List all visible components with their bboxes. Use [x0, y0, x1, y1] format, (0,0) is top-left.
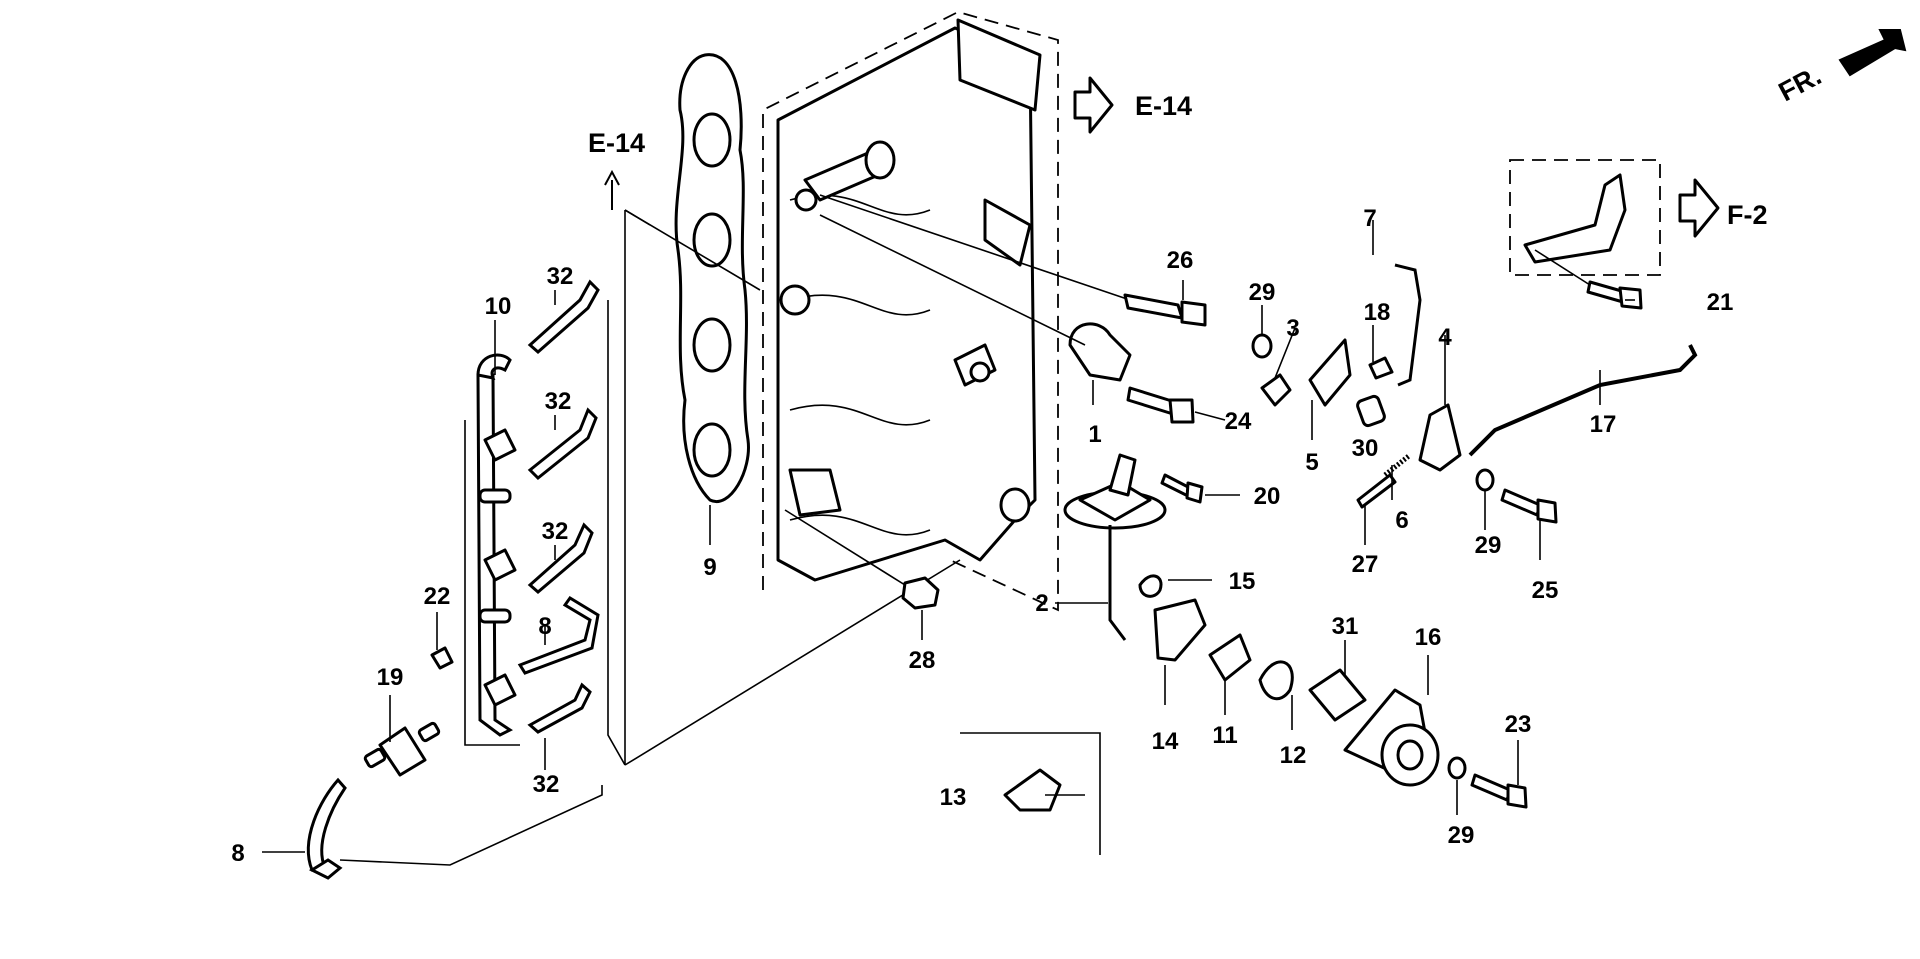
callout-18: 18: [1364, 299, 1391, 326]
callout-32d: 32: [533, 771, 560, 798]
arrow-e14-top: [1073, 76, 1114, 134]
intake-manifold: [762, 11, 1059, 612]
callout-2: 2: [1035, 590, 1048, 617]
bracket-3: [1260, 373, 1292, 407]
breather-hose-assembly: [306, 209, 651, 880]
leader-line: [960, 732, 1101, 855]
reference-box-f2: [1509, 159, 1661, 276]
rod-17: [1468, 344, 1698, 457]
leader-line: [624, 209, 761, 291]
bolt-21-head: [1618, 286, 1643, 310]
callout-30: 30: [1352, 435, 1379, 462]
callout-12: 12: [1280, 742, 1307, 769]
callout-11: 11: [1212, 722, 1237, 749]
reference-e14-top: E-14: [1135, 91, 1192, 121]
lever-14: [1153, 598, 1207, 662]
arm-4: [1418, 403, 1462, 472]
bolt-25: [1500, 488, 1542, 517]
callout-9: 9: [703, 554, 716, 581]
callout-10: 10: [485, 293, 512, 320]
callout-32b: 32: [545, 388, 572, 415]
pin-31: [1308, 668, 1367, 722]
diaphragm-2: [1063, 453, 1167, 641]
washer-29: [1447, 756, 1467, 780]
clamp-1: [1068, 322, 1132, 382]
leader-line: [784, 509, 906, 586]
spring-15: [1138, 574, 1163, 598]
lever-5: [1308, 338, 1352, 407]
callout-32a: 32: [547, 263, 574, 290]
front-label: FR.: [1774, 60, 1826, 107]
arrow-f2: [1678, 178, 1720, 238]
callout-29a: 29: [1249, 279, 1276, 306]
leader-line: [1534, 249, 1591, 286]
callout-25: 25: [1532, 577, 1559, 604]
callout-29b: 29: [1475, 532, 1502, 559]
plate-11: [1208, 633, 1252, 682]
callout-29c: 29: [1448, 822, 1475, 849]
clip-18: [1368, 356, 1394, 380]
bolt-23: [1470, 773, 1512, 802]
arrow-e14-left: [604, 169, 620, 210]
bolt-25-head: [1536, 498, 1558, 524]
callout-numbers: 1 2 3 4 5 6 7 8 8 9 10 11 12 13 14 15 16…: [231, 205, 1733, 867]
callout-19: 19: [377, 664, 404, 691]
rod-7: [1394, 263, 1422, 387]
nut-28: [901, 576, 940, 610]
callout-4: 4: [1438, 324, 1452, 351]
callout-3: 3: [1286, 315, 1299, 342]
callout-32c: 32: [542, 518, 569, 545]
callout-24: 24: [1225, 408, 1252, 435]
clip-13: [1003, 768, 1062, 812]
front-arrow-icon: [1838, 29, 1907, 77]
callout-8a: 8: [538, 613, 551, 640]
bolt-23-head: [1506, 783, 1528, 809]
callout-26: 26: [1167, 247, 1194, 274]
bolt-26: [819, 194, 1207, 327]
callout-7: 7: [1363, 205, 1376, 232]
bolt-24-head: [1168, 398, 1195, 424]
screw-20: [1160, 473, 1192, 498]
callout-20: 20: [1254, 483, 1281, 510]
washer-29: [1475, 468, 1495, 492]
callout-23: 23: [1505, 711, 1532, 738]
washer-29: [1251, 333, 1273, 359]
callout-31: 31: [1332, 613, 1359, 640]
spring-12: [1258, 660, 1294, 701]
leader-line: [819, 214, 1086, 346]
callout-5: 5: [1305, 449, 1318, 476]
callout-leaders: [262, 220, 1635, 853]
reference-e14-left: E-14: [588, 128, 645, 158]
callout-14: 14: [1152, 728, 1179, 755]
bolt-24: [1126, 386, 1177, 416]
callout-15: 15: [1229, 568, 1256, 595]
callout-28: 28: [909, 647, 936, 674]
manifold-gasket: [674, 53, 750, 504]
callout-16: 16: [1415, 624, 1442, 651]
callout-13: 13: [940, 784, 967, 811]
callout-1: 1: [1088, 421, 1101, 448]
callout-8b: 8: [231, 840, 244, 867]
callout-22: 22: [424, 583, 451, 610]
spring-6: [1383, 453, 1412, 477]
callout-21: 21: [1707, 289, 1734, 316]
bracket-f2: [1523, 173, 1627, 264]
callout-27: 27: [1352, 551, 1379, 578]
reference-f2: F-2: [1727, 200, 1768, 230]
callout-17: 17: [1590, 411, 1617, 438]
screw-20-head: [1185, 481, 1204, 504]
cam-16: [1343, 688, 1440, 787]
collar-30: [1356, 394, 1386, 428]
screw-27: [1356, 473, 1397, 509]
callout-6: 6: [1395, 507, 1408, 534]
